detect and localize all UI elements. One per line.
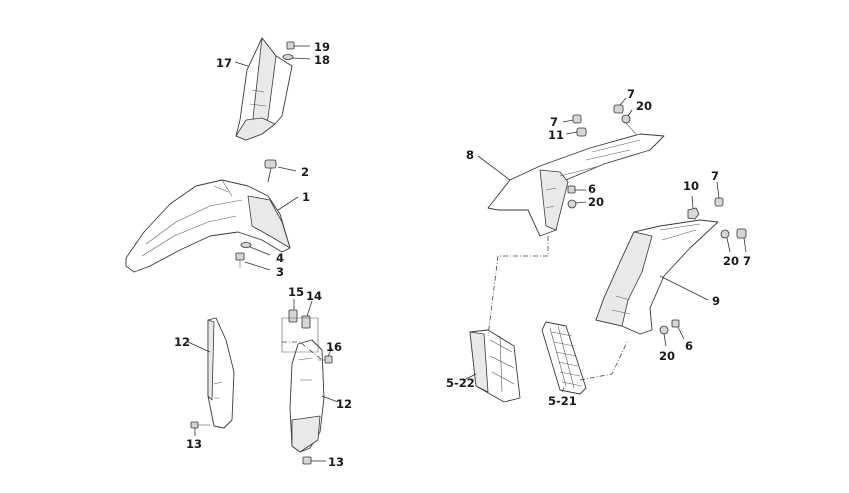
callout-9: 9	[712, 294, 720, 308]
callout-3: 3	[276, 265, 284, 279]
callout-6-a: 6	[588, 182, 596, 196]
callout-8: 8	[466, 148, 474, 162]
callout-20-c: 20	[723, 254, 739, 268]
callout-7-d: 7	[743, 254, 751, 268]
assembly-line-clips	[282, 341, 323, 361]
fork-guard-right-part-12	[289, 339, 325, 453]
callout-20-d: 20	[659, 349, 675, 363]
callout-20-a: 20	[636, 99, 652, 113]
callout-16: 16	[326, 340, 342, 354]
callout-13-left: 13	[186, 437, 202, 451]
callout-5-21: 5-21	[548, 394, 577, 408]
bolt-part-19	[286, 41, 310, 50]
assembly-line-louvre	[487, 236, 549, 337]
nut-part-7-c	[714, 181, 724, 207]
callout-2: 2	[301, 165, 309, 179]
grommet-part-2	[264, 159, 297, 183]
front-fender-part-1	[125, 179, 291, 273]
bolt-part-16	[318, 347, 333, 364]
callout-10: 10	[683, 179, 699, 193]
callout-20-b: 20	[588, 195, 604, 209]
washer-part-4	[240, 242, 271, 256]
washer-part-20-a	[621, 109, 637, 135]
callout-7-c: 7	[711, 169, 719, 183]
callout-7-b: 7	[627, 87, 635, 101]
radiator-grille-part-5-21	[541, 321, 587, 395]
callout-7-a: 7	[550, 115, 558, 129]
callout-12-left: 12	[174, 335, 190, 349]
bolt-part-7-d	[736, 228, 747, 253]
callout-11: 11	[548, 128, 564, 142]
callout-15: 15	[288, 285, 304, 299]
bolt-part-13-left	[190, 421, 210, 436]
bolt-part-13-right	[302, 456, 326, 465]
callout-6-b: 6	[685, 339, 693, 353]
bushing-part-11	[565, 127, 587, 137]
radiator-shroud-part-9	[595, 219, 719, 335]
nut-part-7-b	[613, 97, 627, 114]
callout-18: 18	[314, 53, 330, 67]
washer-part-20-d	[659, 325, 669, 347]
callout-13-right: 13	[328, 455, 344, 469]
washer-part-20-c	[720, 229, 731, 253]
callout-17: 17	[216, 56, 232, 70]
washer-part-20-b	[567, 199, 587, 209]
callout-1: 1	[302, 190, 310, 204]
callout-12-right: 12	[336, 397, 352, 411]
number-plate-part-17	[235, 37, 293, 141]
radiator-spoiler-part-8	[487, 133, 665, 237]
fork-guard-left-part-12	[207, 317, 235, 429]
assembly-line-grille	[579, 339, 629, 381]
screw-part-6-b	[671, 319, 685, 340]
radiator-louvre-part-5-22	[469, 329, 521, 403]
clips-part-15-14	[281, 299, 319, 353]
nut-part-10	[687, 195, 700, 220]
callout-14: 14	[306, 289, 322, 303]
nut-part-7-a	[562, 114, 582, 124]
bolt-part-3	[235, 252, 271, 271]
screw-part-6-a	[567, 185, 586, 194]
washer-part-18	[282, 54, 311, 60]
callout-4: 4	[276, 251, 284, 265]
callout-5-22: 5-22	[446, 376, 475, 390]
callout-19: 19	[314, 40, 330, 54]
